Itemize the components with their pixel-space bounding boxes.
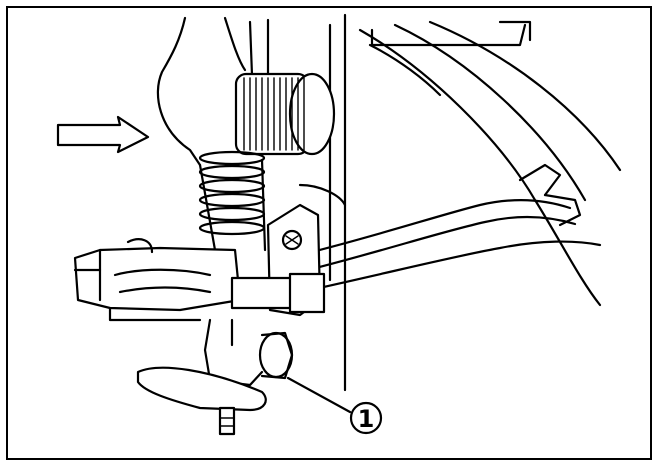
coil-spring: [198, 150, 266, 236]
callout-1-circle: [349, 401, 383, 435]
mounting-bracket: [73, 238, 242, 322]
spring-coil: [198, 206, 266, 222]
bracket-plate: [230, 203, 326, 317]
callout-1-label: 1: [358, 405, 375, 433]
support-rails: [298, 163, 602, 292]
spring-coil: [198, 164, 266, 180]
bellows-connector: [234, 72, 336, 156]
stud: [218, 406, 236, 436]
callout-1: 1: [286, 376, 383, 435]
drum-housing: [328, 13, 622, 392]
spring-coil: [198, 150, 266, 166]
direction-arrow: [56, 115, 150, 154]
spring-coil: [198, 178, 266, 194]
hose-clamp: [258, 331, 294, 380]
spring-coil: [198, 220, 266, 236]
mounting-foot: [136, 366, 267, 436]
spring-coil: [198, 192, 266, 208]
